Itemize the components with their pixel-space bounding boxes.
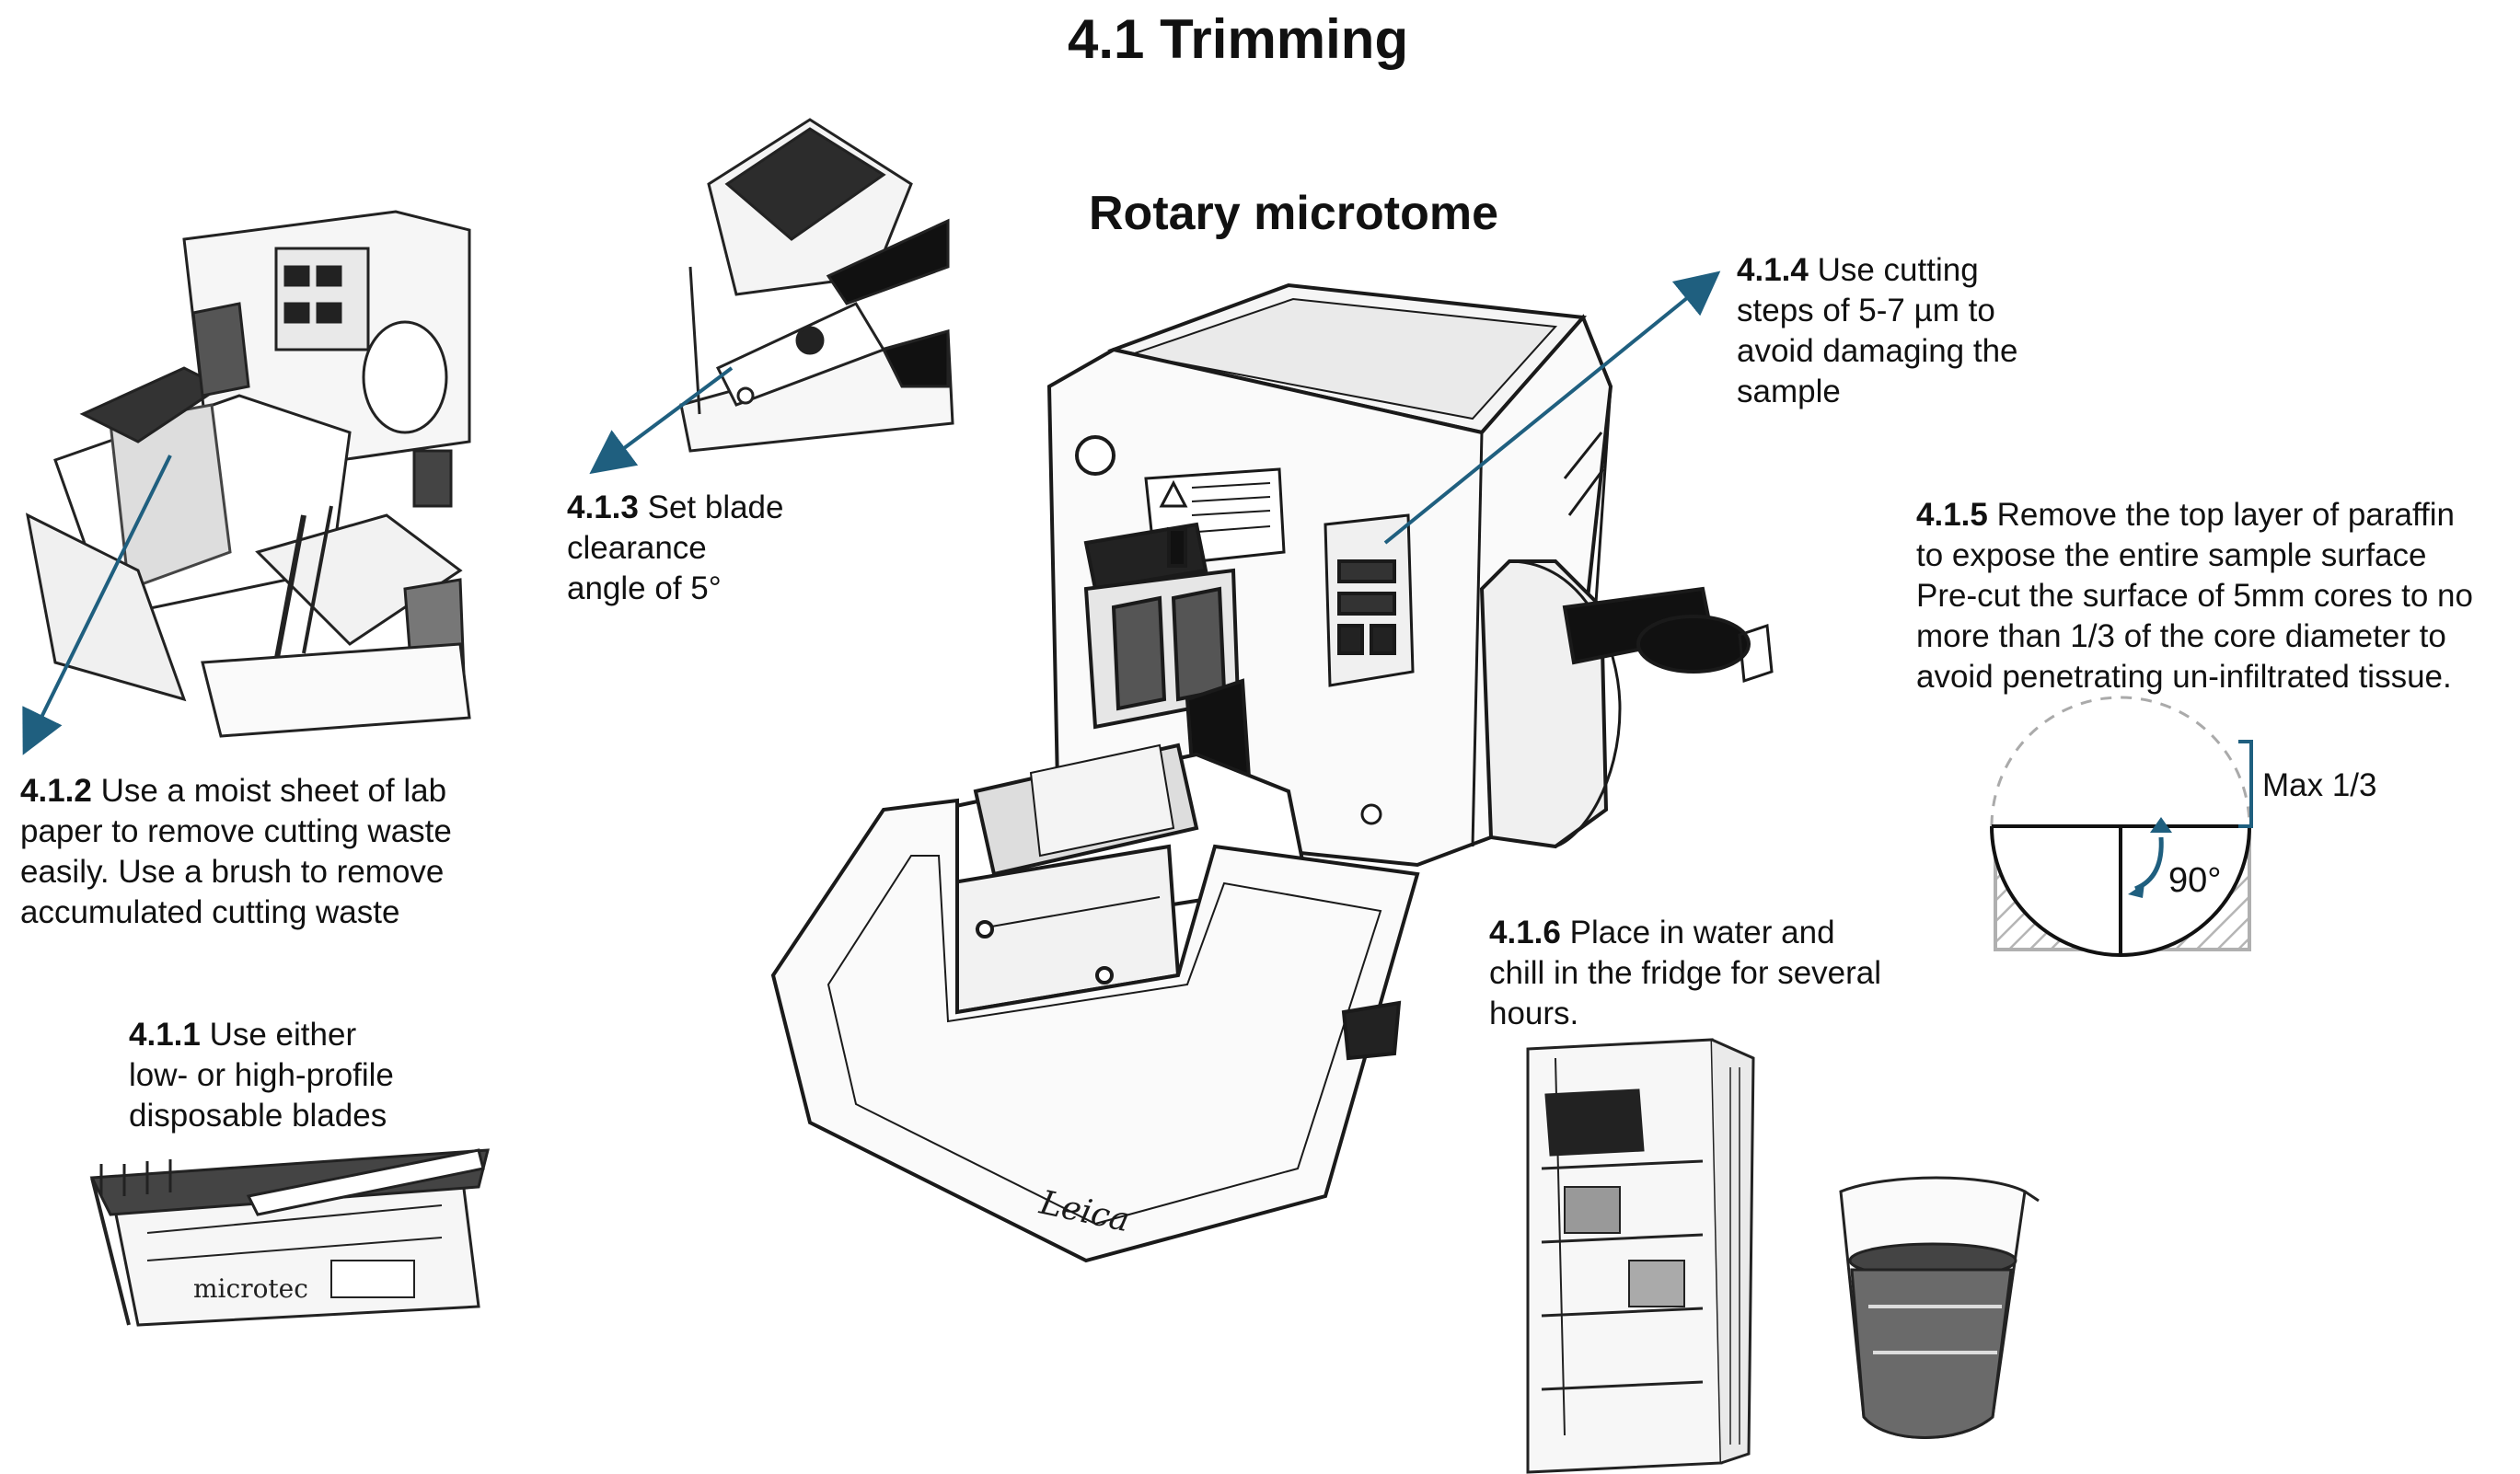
step-4-1-1: 4.1.1 Use either low- or high-profile di… — [129, 1017, 394, 1134]
blade-box-illustration: microtec — [89, 1148, 490, 1327]
rotary-microtome-illustration: Leica — [770, 282, 1774, 1263]
angle-label: 90° — [2168, 861, 2222, 900]
step-4-1-2: 4.1.2 Use a moist sheet of lab paper to … — [20, 773, 452, 930]
removed-top-arc — [1990, 696, 2251, 827]
step-4-1-4: 4.1.4 Use cutting steps of 5-7 µm to avo… — [1737, 252, 2018, 409]
arrow-4-1-3 — [589, 366, 734, 475]
microtome-lab-paper-illustration — [25, 210, 471, 738]
fridge-illustration — [1526, 1038, 1755, 1474]
step-number: 4.1.6 — [1489, 915, 1561, 950]
step-number: 4.1.4 — [1737, 252, 1809, 288]
step-4-1-3: 4.1.3 Set blade clearance angle of 5° — [567, 489, 784, 606]
max-bracket — [2238, 740, 2253, 828]
blade-holder-illustration — [679, 118, 954, 453]
step-number: 4.1.2 — [20, 773, 92, 809]
step-number: 4.1.5 — [1916, 497, 1988, 533]
arrow-4-1-2 — [22, 455, 172, 755]
arrow-4-1-4 — [1383, 271, 1721, 545]
step-4-1-5: 4.1.5 Remove the top layer of paraffin t… — [1916, 497, 2473, 695]
beaker-illustration — [1839, 1176, 2040, 1439]
core-cross-section-diagram — [1990, 696, 2253, 957]
step-number: 4.1.3 — [567, 489, 639, 525]
max-label: Max 1/3 — [2262, 767, 2377, 803]
illustration-subtitle: Rotary microtome — [1089, 187, 1498, 240]
blade-box-brand: microtec — [193, 1273, 308, 1304]
step-4-1-6: 4.1.6 Place in water and chill in the fr… — [1489, 915, 1882, 1031]
page-title: 4.1 Trimming — [1068, 8, 1409, 70]
step-number: 4.1.1 — [129, 1017, 201, 1053]
